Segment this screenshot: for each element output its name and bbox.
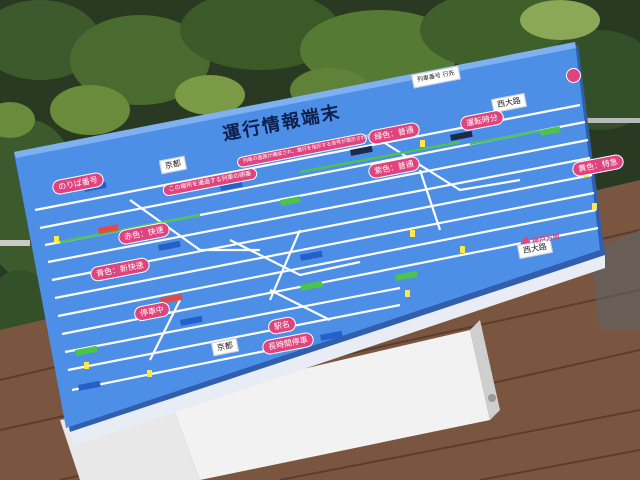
train-markers	[74, 126, 561, 391]
info-badge-icon	[566, 68, 581, 83]
